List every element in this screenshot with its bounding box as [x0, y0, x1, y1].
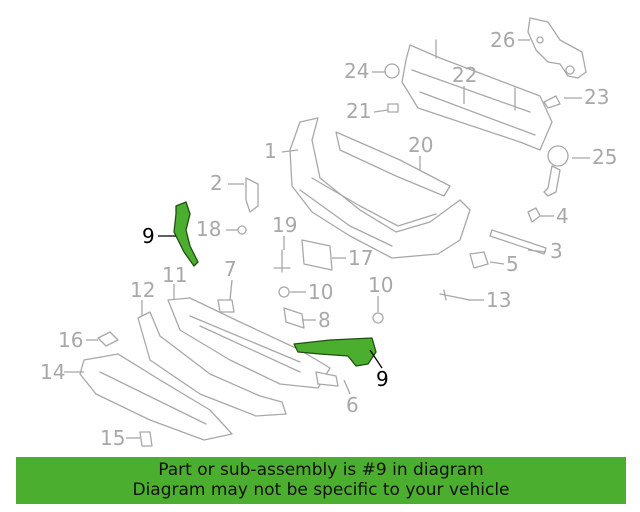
part-14-skid-plate[interactable] [79, 353, 233, 441]
callout-20[interactable]: 20 [408, 133, 433, 157]
callout-14[interactable]: 14 [40, 360, 65, 384]
part-10-clip-b[interactable] [372, 312, 384, 324]
leader-lines [64, 39, 590, 439]
callout-1[interactable]: 1 [264, 139, 277, 163]
part-7-clip[interactable] [217, 299, 235, 313]
part-25-tow-eye[interactable] [543, 145, 569, 197]
part-23-bolt[interactable] [543, 95, 561, 109]
callout-5[interactable]: 5 [506, 252, 519, 276]
part-9-right-bracket-highlighted[interactable] [293, 337, 377, 367]
part-13-pin[interactable] [439, 289, 471, 301]
part-24-nut[interactable] [384, 63, 400, 79]
callout-4[interactable]: 4 [556, 204, 569, 228]
part-26-bracket[interactable] [527, 17, 587, 79]
callout-26[interactable]: 26 [490, 28, 515, 52]
callout-labels: 26 22 24 21 23 25 20 1 2 18 19 17 4 3 5 … [40, 28, 617, 450]
callout-2[interactable]: 2 [210, 171, 223, 195]
part-9-left-bracket-highlighted[interactable] [173, 201, 199, 267]
part-20-upper-bracket[interactable] [335, 131, 451, 197]
part-18-clip[interactable] [237, 225, 247, 235]
callout-15[interactable]: 15 [100, 426, 125, 450]
callout-8[interactable]: 8 [318, 308, 331, 332]
callout-9-left[interactable]: 9 [142, 224, 155, 248]
callout-17[interactable]: 17 [348, 246, 373, 270]
part-2-bracket[interactable] [245, 177, 259, 213]
part-6-bracket[interactable] [315, 371, 339, 387]
part-5-sensor[interactable] [469, 251, 489, 269]
part-15-screw[interactable] [139, 431, 153, 447]
callout-13[interactable]: 13 [486, 288, 511, 312]
banner-line-disclaimer: Diagram may not be specific to your vehi… [132, 480, 510, 500]
exploded-parts-diagram: 26 22 24 21 23 25 20 1 2 18 19 17 4 3 5 … [40, 17, 617, 450]
callout-25[interactable]: 25 [592, 145, 617, 169]
part-10-clip-a[interactable] [278, 286, 290, 298]
part-1-bumper-cover[interactable] [289, 117, 471, 259]
callout-24[interactable]: 24 [344, 59, 369, 83]
callout-7[interactable]: 7 [224, 257, 237, 281]
callout-10-left[interactable]: 10 [308, 280, 333, 304]
callout-18[interactable]: 18 [196, 217, 221, 241]
part-21-bolt[interactable] [387, 103, 399, 113]
callout-16[interactable]: 16 [58, 328, 83, 352]
callout-10-right[interactable]: 10 [368, 273, 393, 297]
callout-19[interactable]: 19 [272, 213, 297, 237]
part-12-lower-spoiler[interactable] [137, 311, 287, 417]
part-19-stud[interactable] [273, 249, 291, 273]
callout-9-right[interactable]: 9 [376, 367, 389, 391]
callout-3[interactable]: 3 [550, 239, 563, 263]
callout-22[interactable]: 22 [452, 63, 477, 87]
callout-11[interactable]: 11 [162, 263, 187, 287]
info-banner: Part or sub-assembly is #9 in diagram Di… [16, 457, 626, 504]
callout-23[interactable]: 23 [584, 85, 609, 109]
part-4-clip[interactable] [527, 207, 541, 223]
part-22-reinforcement-bar[interactable] [401, 39, 553, 151]
part-3-strip[interactable] [489, 229, 547, 255]
callout-12[interactable]: 12 [130, 278, 155, 302]
banner-line-part: Part or sub-assembly is #9 in diagram [158, 460, 484, 480]
part-16-clip[interactable] [97, 331, 119, 347]
part-17-plate-bracket[interactable] [301, 239, 333, 271]
callout-6[interactable]: 6 [346, 393, 359, 417]
callout-21[interactable]: 21 [346, 99, 371, 123]
part-8-bracket[interactable] [283, 307, 305, 329]
